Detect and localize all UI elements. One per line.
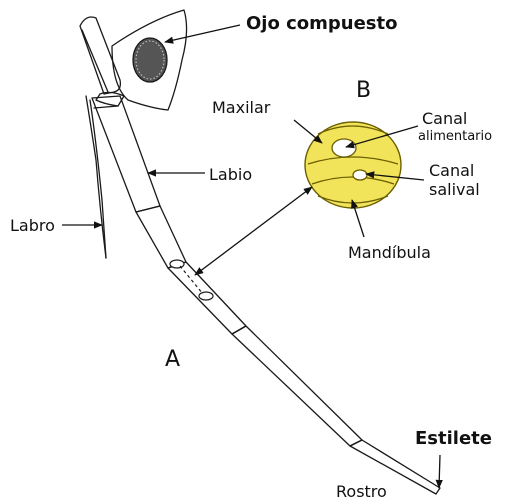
label-labrum: Labro: [10, 216, 55, 235]
label-labium: Labio: [209, 165, 252, 184]
salivary-canal: [353, 170, 367, 180]
label-panel-b: B: [356, 78, 371, 103]
labels: Ojo compuesto B Maxilar Canal alimentari…: [10, 13, 492, 501]
label-panel-a: A: [165, 347, 180, 372]
labrum-drawing: [86, 96, 106, 258]
label-mandible: Mandíbula: [348, 243, 431, 262]
label-maxillary: Maxilar: [212, 98, 271, 117]
compound-eye: [133, 38, 167, 82]
label-salivary-canal-1: Canal: [429, 161, 474, 180]
label-compound-eye: Ojo compuesto: [246, 13, 398, 34]
label-rostrum: Rostro: [336, 482, 387, 501]
food-canal: [332, 139, 356, 157]
label-food-canal-2: alimentario: [418, 129, 492, 144]
label-food-canal-1: Canal: [422, 109, 467, 128]
label-stylet: Estilete: [415, 428, 492, 449]
label-salivary-canal-2: salival: [429, 180, 480, 199]
